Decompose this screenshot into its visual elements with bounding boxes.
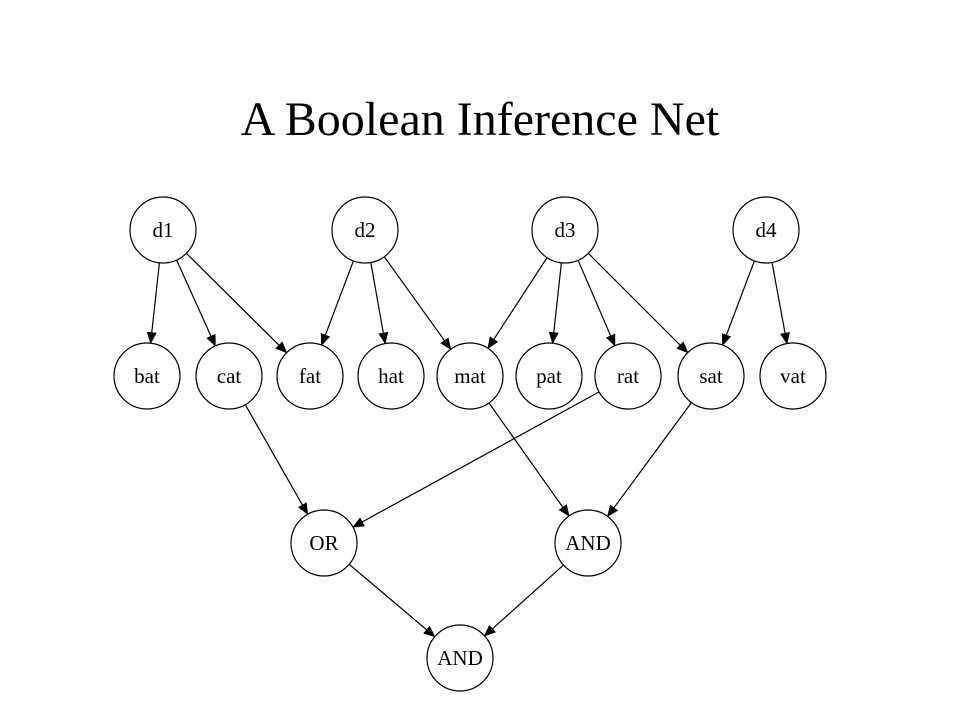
node-circle [113,342,181,410]
node-circle [759,342,827,410]
node-cat: cat [195,342,263,410]
node-label: d2 [355,218,376,242]
node-label: sat [699,364,722,388]
node-circle [531,196,599,264]
edge-and1-to-and2 [483,564,564,637]
edge-d3-to-sat [587,252,689,354]
node-and1: AND [554,509,622,577]
node-hat: hat [357,342,425,410]
edges [146,252,790,638]
node-circle [276,342,344,410]
node-circle [426,624,494,692]
node-bat: bat [113,342,181,410]
node-circle [732,196,800,264]
edge-d1-to-bat [146,262,160,345]
edge-or1-to-and2 [348,563,436,638]
edge-cat-to-or1 [244,404,309,516]
node-circle [129,196,197,264]
node-label: OR [309,531,338,555]
node-and2: AND [426,624,494,692]
node-label: AND [565,531,611,555]
slide-title: A Boolean Inference Net [240,93,720,146]
node-label: vat [780,364,806,388]
edge-d3-to-mat [487,257,548,350]
node-circle [594,342,662,410]
node-circle [554,509,622,577]
node-sat: sat [677,342,745,410]
edge-d3-to-rat [577,260,616,347]
node-label: pat [536,364,562,388]
edge-d2-to-hat [370,262,389,345]
edge-d3-to-pat [548,262,562,345]
node-vat: vat [759,342,827,410]
node-label: rat [617,364,639,388]
edge-mat-to-and1 [488,402,570,517]
node-circle [290,509,358,577]
edge-d2-to-fat [320,260,354,347]
node-circle [357,342,425,410]
node-label: hat [378,364,404,388]
node-label: fat [299,364,321,388]
node-label: AND [437,646,483,670]
node-label: d3 [555,218,576,242]
node-circle [515,342,583,410]
node-circle [677,342,745,410]
node-label: d1 [153,218,174,242]
edge-rat-to-or1 [352,391,600,528]
edge-d1-to-fat [185,252,288,354]
node-label: bat [134,364,160,388]
node-d4: d4 [732,196,800,264]
node-or1: OR [290,509,358,577]
edge-sat-to-and1 [607,402,692,518]
node-d2: d2 [331,196,399,264]
node-d1: d1 [129,196,197,264]
node-circle [436,342,504,410]
node-fat: fat [276,342,344,410]
node-circle [331,196,399,264]
edge-d2-to-mat [383,256,452,351]
node-circle [195,342,263,410]
node-d3: d3 [531,196,599,264]
node-pat: pat [515,342,583,410]
node-mat: mat [436,342,504,410]
edge-d1-to-cat [176,259,216,347]
node-label: mat [454,364,486,388]
edge-d4-to-sat [721,260,755,347]
edge-d4-to-vat [771,262,790,345]
node-rat: rat [594,342,662,410]
node-label: d4 [756,218,778,242]
node-label: cat [217,364,242,388]
